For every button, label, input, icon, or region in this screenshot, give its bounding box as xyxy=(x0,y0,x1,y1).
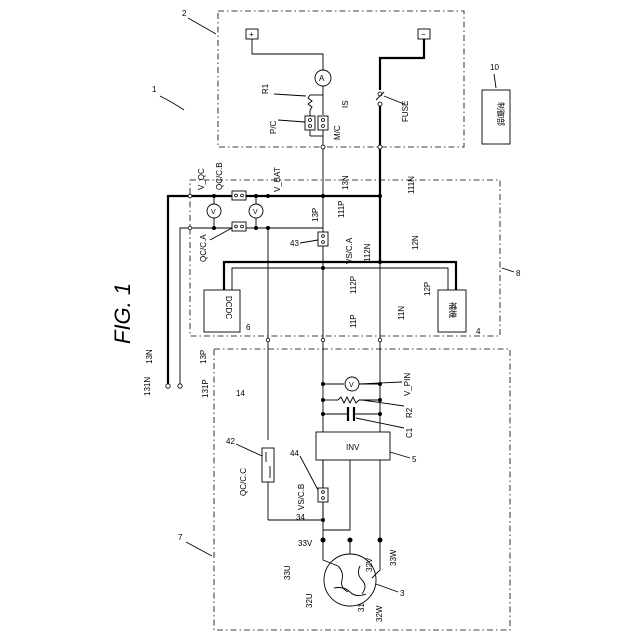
ref-inv: 5 xyxy=(412,455,417,464)
ref-32v: 32V xyxy=(365,557,374,572)
ref-vs-cb: VS/C.B xyxy=(297,484,306,510)
ref-33u: 33U xyxy=(283,565,292,580)
ref-pcu: 7 xyxy=(178,533,183,542)
ref-33w: 33W xyxy=(389,549,398,566)
ref-battery-unit: 2 xyxy=(182,9,187,18)
ref-system: 1 xyxy=(152,85,157,94)
ref-12p: 12P xyxy=(423,282,432,296)
ref-dcdc: 6 xyxy=(246,323,251,332)
current-sensor-label: A xyxy=(319,74,325,83)
ref-13n: 13N xyxy=(341,175,350,190)
ref-motor: 3 xyxy=(400,589,405,598)
ref-qc-ca: QC/C.A xyxy=(199,234,208,262)
qc-contactor-b xyxy=(232,191,246,200)
pc-label: P/C xyxy=(269,120,278,134)
is-label: IS xyxy=(341,100,350,108)
r1-label: R1 xyxy=(261,83,270,94)
vs-contactor-b xyxy=(318,488,328,502)
main-contactor xyxy=(318,116,328,130)
qc-contactor-c xyxy=(262,448,274,482)
voltmeter-v-pin-label: V xyxy=(349,382,354,389)
inverter-label: INV xyxy=(346,443,360,452)
ref-control: 10 xyxy=(490,63,499,72)
ref-vs-ca: VS/C.A xyxy=(345,237,354,264)
ref-112n: 112N xyxy=(363,243,372,262)
ref-r2: R2 xyxy=(405,407,414,418)
ref-v-pin: V_PIN xyxy=(403,373,412,396)
ref-v-qc: V_QC xyxy=(197,168,206,190)
ref-11n: 11N xyxy=(397,306,406,320)
ref-131n: 131N xyxy=(143,377,152,396)
voltmeter-v-qc-label: V xyxy=(211,209,216,216)
ref-131p: 131P xyxy=(201,379,210,398)
minus-sign: − xyxy=(421,30,426,39)
mc-label: M/C xyxy=(333,125,342,140)
ref-13p: 13P xyxy=(311,208,320,222)
ref-43: 43 xyxy=(290,239,299,248)
dcdc-label: DCDC xyxy=(224,296,233,319)
ref-111p: 111P xyxy=(337,201,346,219)
ref-112p: 112P xyxy=(349,276,358,294)
ref-14: 14 xyxy=(236,389,245,398)
control-unit-label: 制御部 xyxy=(496,102,506,126)
ref-33v: 33V xyxy=(298,539,313,548)
precharge-contactor xyxy=(305,116,315,130)
ref-32u: 32U xyxy=(305,593,314,608)
ref-111n: 111N xyxy=(407,176,416,194)
ref-13p-b: 13P xyxy=(199,350,208,364)
ref-12n: 12N xyxy=(411,235,420,250)
ref-13n-b: 13N xyxy=(145,349,154,364)
ref-44: 44 xyxy=(290,449,299,458)
fuse-label: FUSE xyxy=(401,101,410,122)
ref-34: 34 xyxy=(296,513,305,522)
ref-32w: 32W xyxy=(375,605,384,622)
dcdc-box xyxy=(204,290,240,332)
plus-sign: + xyxy=(249,30,254,39)
ref-qc-cc: QC/C.C xyxy=(239,468,248,496)
aux-label: 補機 xyxy=(448,302,458,318)
ref-aux: 4 xyxy=(476,327,481,336)
ref-11p: 11P xyxy=(349,314,358,328)
qc-contactor-a xyxy=(232,222,246,231)
figure-title: FIG. 1 xyxy=(110,283,135,344)
ref-v-bat: V_BAT xyxy=(273,167,282,192)
ref-31: 31 xyxy=(357,603,366,612)
ref-42: 42 xyxy=(226,437,235,446)
ref-qc-cb: QC/C.B xyxy=(215,162,224,190)
ref-c1: C1 xyxy=(405,427,414,438)
ref-junction: 8 xyxy=(516,269,521,278)
voltmeter-v-bat-label: V xyxy=(253,209,258,216)
vs-contactor-a xyxy=(318,232,328,246)
